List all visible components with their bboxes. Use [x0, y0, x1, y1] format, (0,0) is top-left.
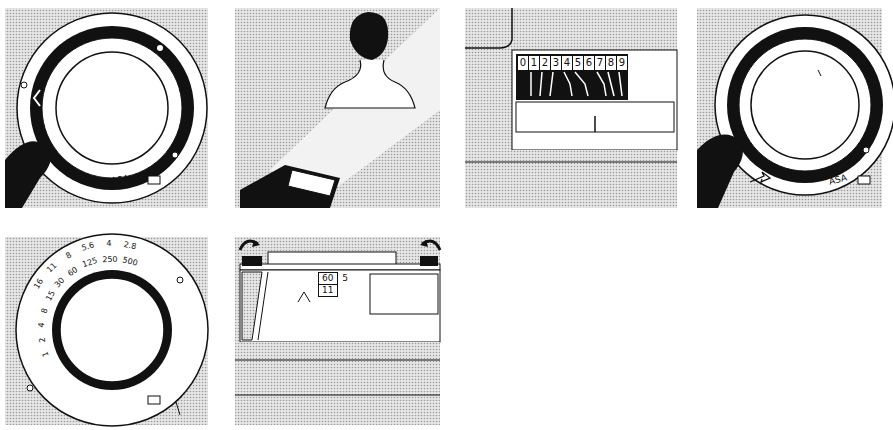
scale-label: 4	[564, 58, 570, 68]
scale-label: 6	[586, 58, 592, 68]
scale-label: 0	[520, 58, 526, 68]
panel-frame-counter	[465, 8, 677, 208]
scale-label: 7	[597, 58, 603, 68]
scale-label: 3	[553, 58, 559, 68]
scale-label: 4	[38, 322, 46, 328]
panel-asa-ring	[5, 8, 208, 208]
readout-value: 11	[322, 285, 333, 295]
scale-label: 5	[342, 274, 348, 283]
scale-label: 4	[106, 240, 111, 248]
panel-top-dials	[235, 237, 440, 425]
scale-label: 2	[38, 337, 47, 343]
readout-value: 60	[322, 273, 333, 283]
scale-label: 1	[531, 58, 537, 68]
panel-aperture-shutter-ring	[5, 234, 208, 426]
readout-box: 11	[318, 284, 338, 297]
scale-label: 2	[542, 58, 548, 68]
panel-flash-subject	[235, 8, 440, 208]
scale-label: 5	[575, 58, 581, 68]
scale-label: 8	[608, 58, 614, 68]
panel-asa-ring-turned	[697, 8, 893, 208]
scale-label: 9	[619, 58, 625, 68]
scale-label: 250	[102, 256, 118, 265]
